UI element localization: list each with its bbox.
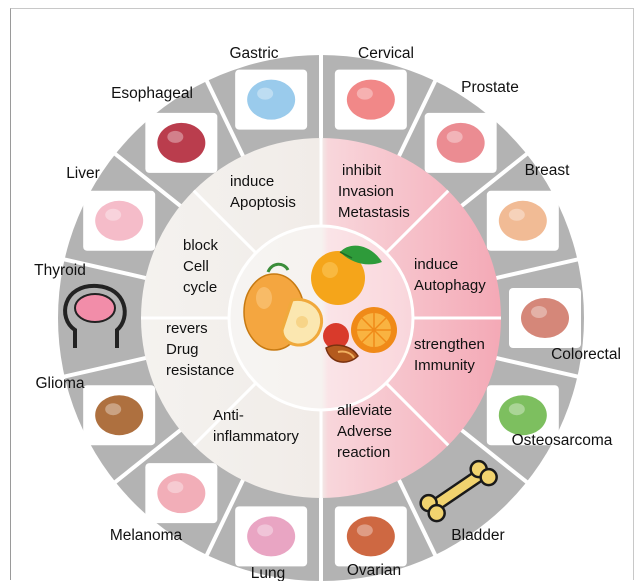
outer-label-gastric: Gastric xyxy=(229,45,278,62)
skin-lesion-icon xyxy=(83,385,155,445)
inner-label-line: Invasion xyxy=(338,183,394,200)
outer-label-liver: Liver xyxy=(66,165,100,182)
outer-label-melanoma: Melanoma xyxy=(110,527,183,544)
inner-label-line: induce xyxy=(414,256,458,273)
inner-label-line: alleviate xyxy=(337,402,392,419)
stomach-icon xyxy=(335,70,407,130)
liver-icon xyxy=(145,113,217,173)
ovary-icon xyxy=(235,506,307,566)
inner-label-line: revers xyxy=(166,320,208,337)
inner-label-line: Cell xyxy=(183,258,209,275)
prostate-icon xyxy=(487,191,559,251)
outer-label-ovarian: Ovarian xyxy=(347,562,401,579)
esophagus-icon xyxy=(235,70,307,130)
inner-label-line: Metastasis xyxy=(338,204,410,221)
outer-label-prostate: Prostate xyxy=(461,79,519,96)
outer-label-colorectal: Colorectal xyxy=(551,346,621,363)
lungs-icon xyxy=(145,463,217,523)
inner-label-line: block xyxy=(183,237,219,254)
bladder-icon xyxy=(335,506,407,566)
inner-label-line: Autophagy xyxy=(414,277,486,294)
inner-label-line: resistance xyxy=(166,362,234,379)
outer-label-osteosarcoma: Osteosarcoma xyxy=(512,432,613,449)
inner-label-line: induce xyxy=(230,173,274,190)
outer-label-bladder: Bladder xyxy=(451,527,504,544)
inner-label-line: reaction xyxy=(337,444,390,461)
inner-label-line: strengthen xyxy=(414,336,485,353)
thyroid-icon xyxy=(83,191,155,251)
outer-label-thyroid: Thyroid xyxy=(34,262,86,279)
outer-label-esophageal: Esophageal xyxy=(111,85,193,102)
inner-label-line: Immunity xyxy=(414,357,475,374)
outer-label-glioma: Glioma xyxy=(35,375,84,392)
inner-label-line: inhibit xyxy=(342,162,382,179)
uterus-icon xyxy=(425,113,497,173)
inner-label-line: cycle xyxy=(183,279,217,296)
outer-label-cervical: Cervical xyxy=(358,45,414,62)
breast-icon xyxy=(509,288,581,348)
outer-label-breast: Breast xyxy=(525,162,570,179)
inner-label-line: Drug xyxy=(166,341,199,358)
inner-label-line: Adverse xyxy=(337,423,392,440)
inner-label-line: Anti- xyxy=(213,407,244,424)
inner-label-line: inflammatory xyxy=(213,428,299,445)
inner-label-line: Apoptosis xyxy=(230,194,296,211)
outer-label-lung: Lung xyxy=(251,565,285,581)
